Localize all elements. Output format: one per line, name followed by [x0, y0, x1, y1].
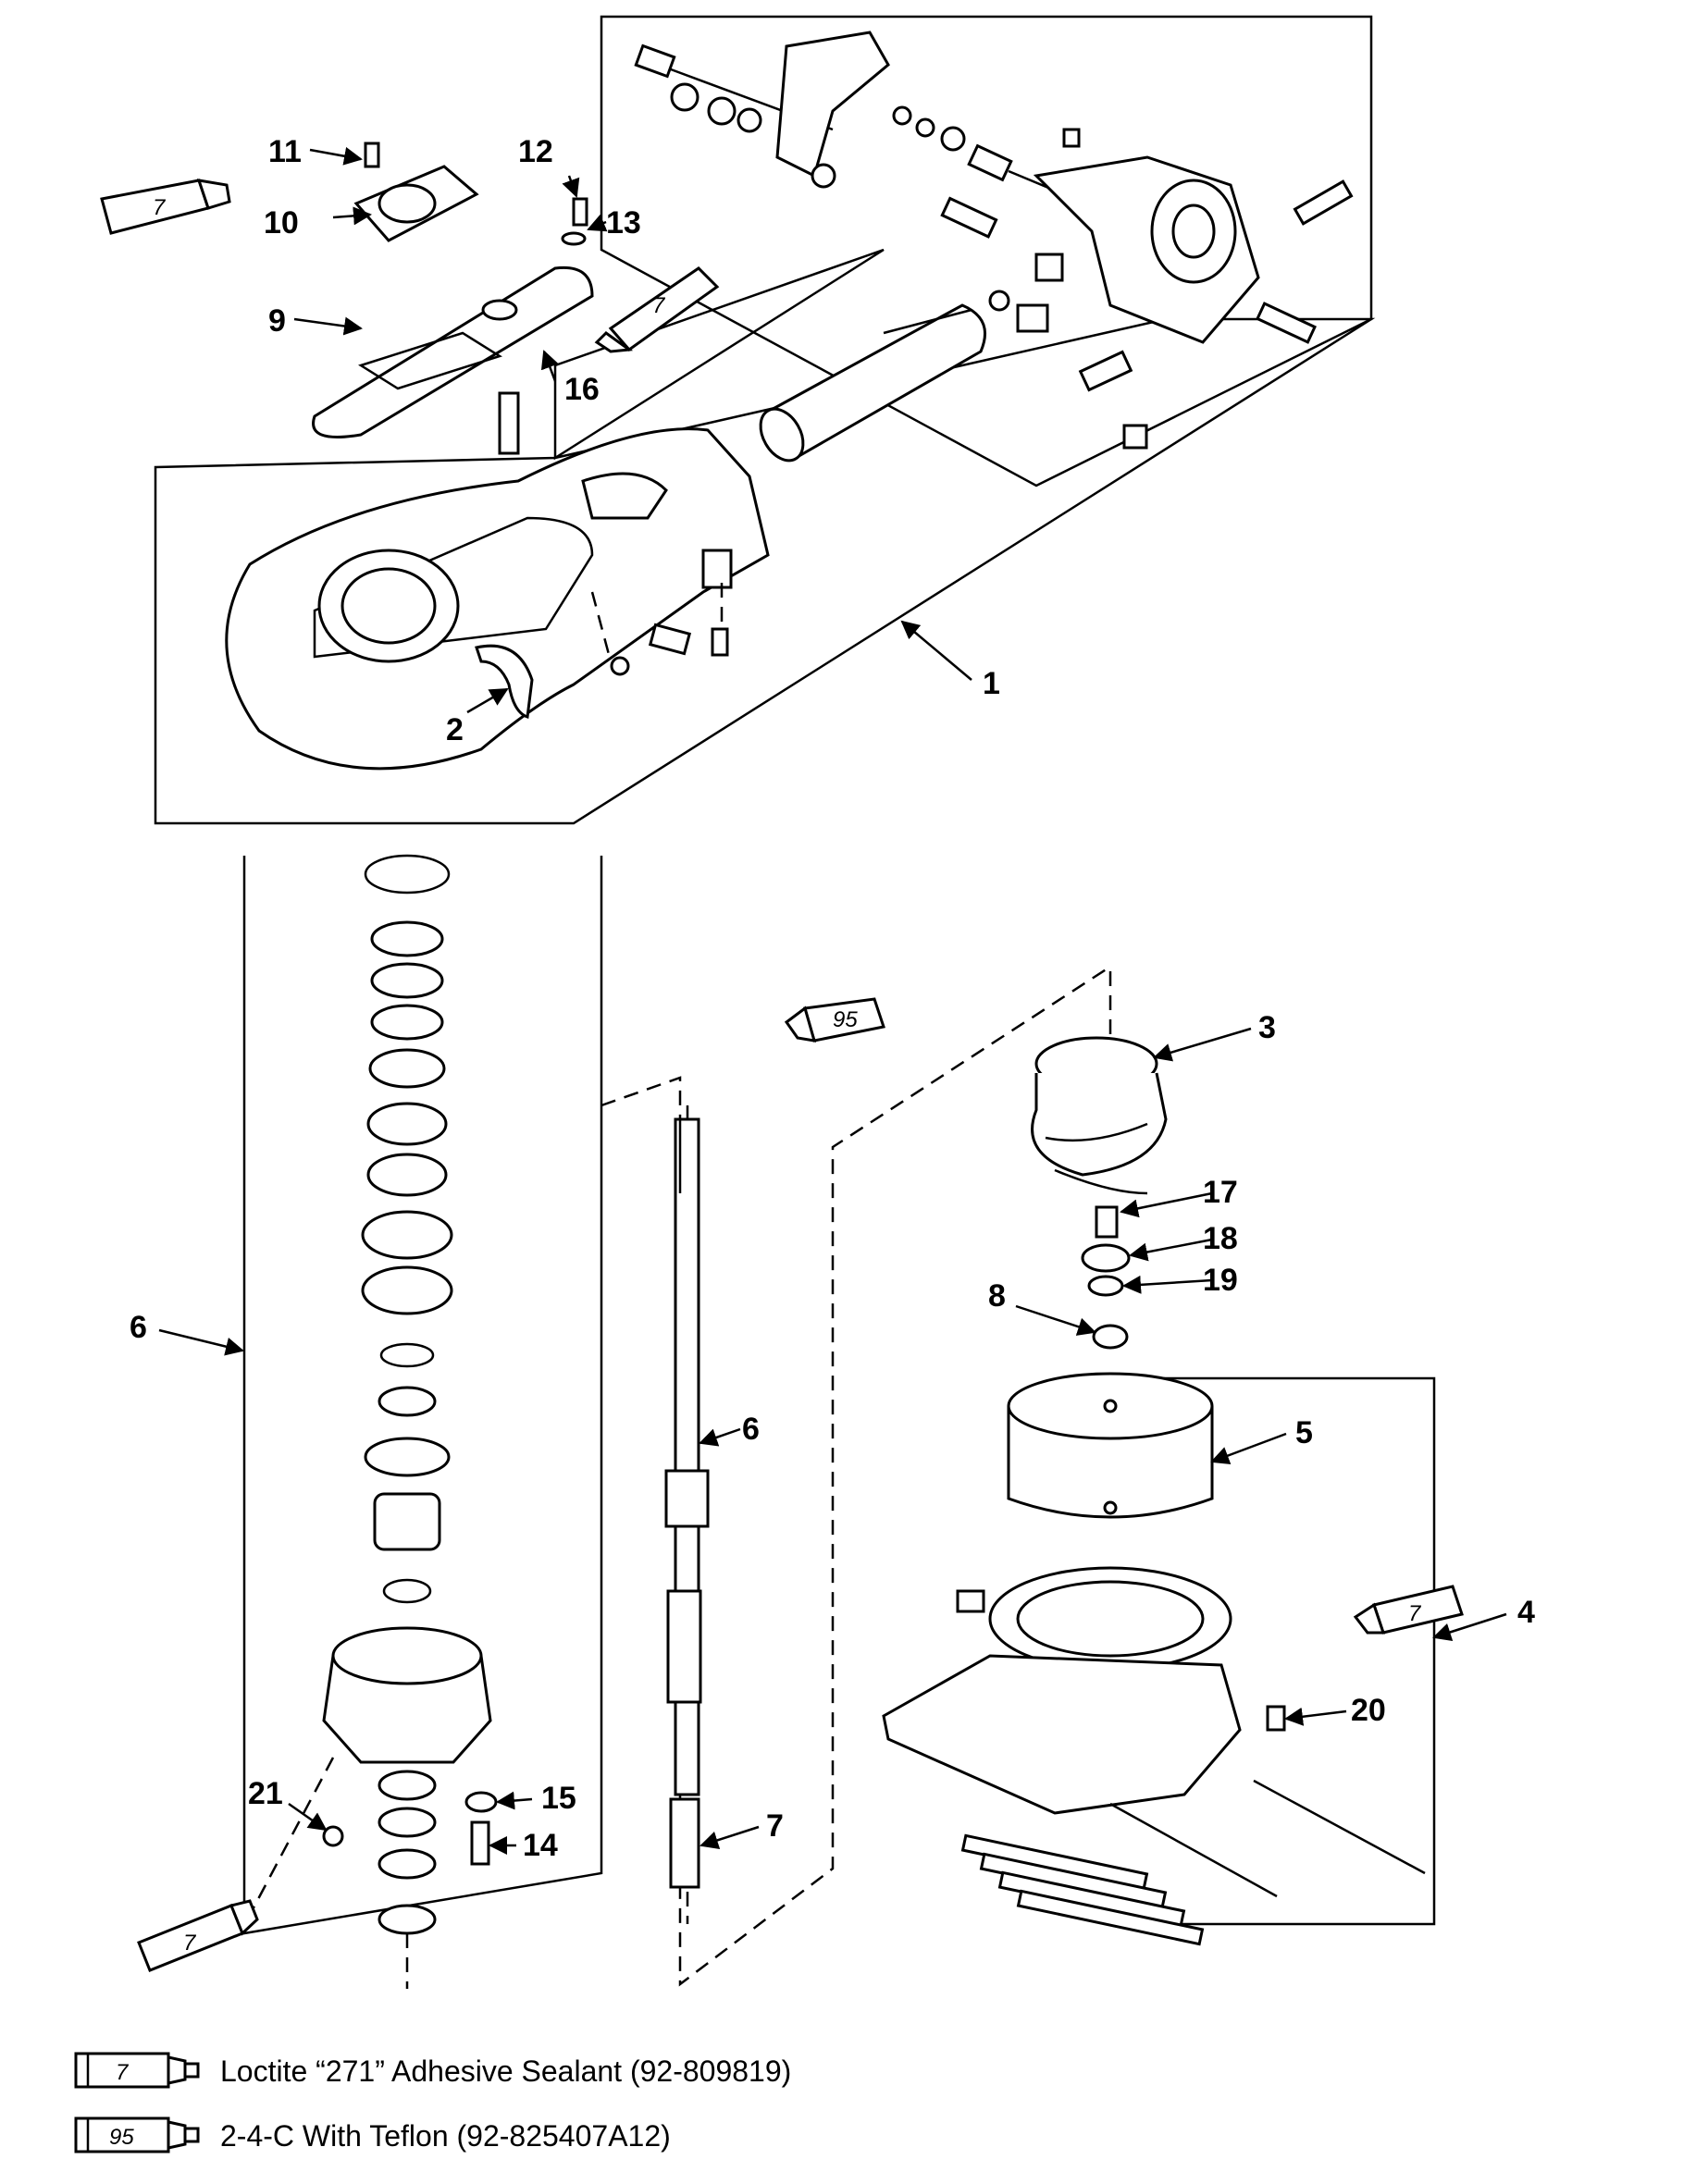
legend-text: 2-4-C With Teflon (92-825407A12) [220, 2119, 671, 2153]
top-left-plate-box [553, 248, 885, 461]
tube-number-label: 7 [1408, 1601, 1422, 1626]
legend-text: Loctite “271” Adhesive Sealant (92-80981… [220, 2054, 791, 2088]
callout-16: 16 [564, 372, 600, 407]
steering-linkage-parts [634, 31, 1354, 450]
tube-7-bottom-left: 7 [137, 1899, 259, 1972]
callout-6-left: 6 [130, 1310, 147, 1345]
callout-12: 12 [518, 134, 553, 169]
pump-housing [225, 427, 770, 771]
callout-1: 1 [983, 666, 1000, 701]
tube-number-label: 95 [833, 1007, 858, 1032]
pump-housing-box [154, 317, 1376, 825]
callout-20: 20 [1351, 1693, 1386, 1728]
legend-tube-number: 95 [109, 2125, 134, 2150]
callout-5: 5 [1295, 1415, 1313, 1450]
callout-7: 7 [766, 1808, 784, 1844]
top-right-linkage-box [600, 15, 1373, 487]
grate [960, 1833, 1205, 1946]
drive-shaft-box [600, 965, 1111, 1987]
legend-item-loctite: 7 Loctite “271” Adhesive Sealant (92-809… [74, 2052, 791, 2089]
drive-tube [759, 303, 986, 463]
pump-base [882, 1566, 1426, 1946]
tube-number-label: 7 [183, 1931, 197, 1956]
impeller [1031, 1036, 1168, 1350]
callout-8: 8 [988, 1278, 1006, 1314]
callout-6-center: 6 [742, 1412, 760, 1447]
callout-leaders [158, 146, 1507, 1855]
callout-13: 13 [606, 205, 641, 241]
tube-7-bottom-right: 7 [1353, 1585, 1464, 1635]
bearing-stack [248, 854, 498, 1989]
impeller-box [1108, 971, 1436, 1926]
legend-tube-number: 7 [116, 2060, 130, 2085]
tube-95-center: 95 [784, 997, 885, 1043]
tube-7-top-left: 7 [100, 179, 231, 235]
callout-14: 14 [523, 1828, 558, 1863]
legend: 7 Loctite “271” Adhesive Sealant (92-809… [74, 2052, 791, 2153]
callout-4: 4 [1517, 1595, 1535, 1630]
nozzle-plate-assembly [312, 142, 594, 455]
callout-18: 18 [1203, 1221, 1238, 1256]
tube-7-top-middle: 7 [594, 266, 720, 353]
tube-number-label: 7 [652, 293, 666, 318]
callout-10: 10 [264, 205, 299, 241]
callout-3: 3 [1258, 1010, 1276, 1045]
callout-2: 2 [446, 712, 464, 747]
callout-19: 19 [1203, 1263, 1238, 1298]
callout-17: 17 [1203, 1175, 1238, 1210]
bearing-stack-box [242, 856, 603, 1935]
callout-9: 9 [268, 303, 286, 339]
wear-ring [1007, 1372, 1214, 1519]
tube-number-label: 7 [153, 195, 167, 220]
callout-21: 21 [248, 1776, 283, 1811]
callout-11: 11 [268, 134, 302, 169]
callout-labels: 11 12 13 10 9 16 1 2 3 17 18 19 8 5 6 6 … [130, 134, 1535, 1863]
legend-item-2-4-c: 95 2-4-C With Teflon (92-825407A12) [74, 2116, 671, 2153]
callout-15: 15 [541, 1781, 576, 1816]
drive-shaft [664, 1105, 710, 1924]
